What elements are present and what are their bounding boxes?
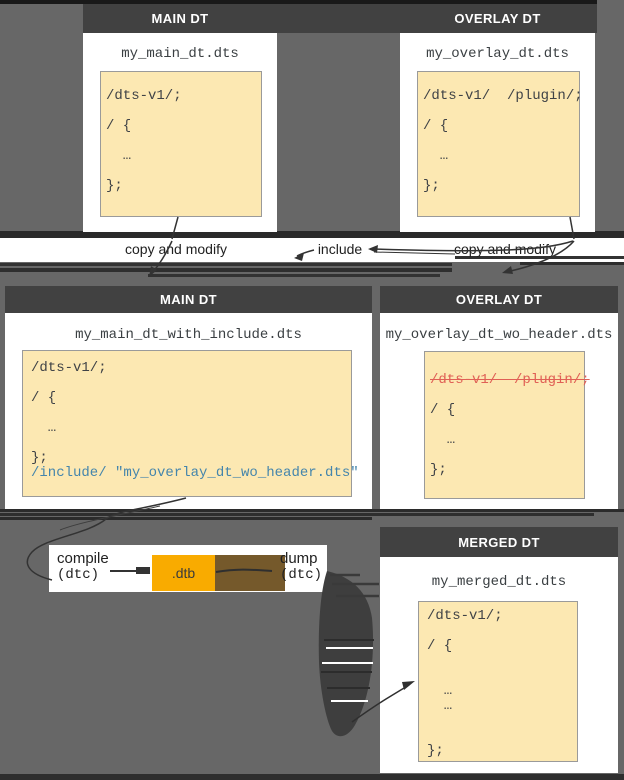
code-line: … <box>31 420 57 436</box>
code-line: }; <box>423 178 440 194</box>
glitch-streak-b <box>0 268 452 272</box>
code-line: }; <box>427 743 444 759</box>
code-line: … <box>106 148 132 164</box>
dump-brown-box <box>215 555 285 591</box>
mid-main-header: MAIN DT <box>5 286 372 313</box>
code-line: /include/ "my_overlay_dt_wo_header.dts" <box>31 465 359 481</box>
top-overlay-title: OVERLAY DT <box>454 11 541 26</box>
panel-mid-overlay: my_overlay_dt_wo_header.dts /dts-v1/ /pl… <box>380 313 618 509</box>
code-line: }; <box>31 450 48 466</box>
glitch-streak-h <box>0 517 372 520</box>
code-line: … <box>427 698 453 714</box>
compile-label: compile (dtc) <box>57 550 109 583</box>
code-line <box>106 164 261 179</box>
code-line <box>31 376 351 391</box>
code-line: / { <box>31 390 57 406</box>
panel-top-overlay: my_overlay_dt.dts /dts-v1/ /plugin/; / {… <box>400 33 595 232</box>
code-line <box>423 164 579 179</box>
code-line <box>427 669 577 684</box>
code-line <box>430 388 584 403</box>
filename-mid-overlay: my_overlay_dt_wo_header.dts <box>385 327 613 343</box>
code-line <box>106 134 261 149</box>
mid-overlay-header: OVERLAY DT <box>380 286 618 313</box>
code-line <box>106 104 261 119</box>
glitch-streak-bottom <box>0 774 624 780</box>
compile-tool-text: (dtc) <box>57 567 100 583</box>
code-line: … <box>423 148 449 164</box>
code-line: / { <box>430 402 456 418</box>
panel-top-main: my_main_dt.dts /dts-v1/; / { … }; <box>83 33 277 232</box>
glitch-streak-a <box>0 263 452 266</box>
label-copy-modify-left: copy and modify <box>125 241 227 257</box>
code-line: … <box>430 432 456 448</box>
filename-merged: my_merged_dt.dts <box>431 574 567 590</box>
code-line: / { <box>427 638 453 654</box>
code-line: /dts-v1/ /plugin/; <box>423 88 583 104</box>
code-line <box>427 714 577 729</box>
dump-tool-text: (dtc) <box>280 567 323 583</box>
code-line <box>427 729 577 744</box>
code-line: }; <box>106 178 123 194</box>
code-line <box>427 654 577 669</box>
code-line <box>430 448 584 463</box>
dump-label: dump (dtc) <box>280 550 322 583</box>
swoosh-blob <box>318 571 374 737</box>
dump-text: dump <box>280 550 318 567</box>
codebox-mid-main: /dts-v1/; / { … };/include/ "my_overlay_… <box>22 350 359 497</box>
compile-text: compile <box>57 550 109 567</box>
code-line <box>423 104 579 119</box>
code-line: }; <box>430 462 447 478</box>
arrowhead-copy-right <box>502 266 513 274</box>
codebox-top-overlay: /dts-v1/ /plugin/; / { … }; <box>417 71 583 217</box>
filename-top-overlay: my_overlay_dt.dts <box>426 46 569 62</box>
top-main-title: MAIN DT <box>151 11 209 26</box>
merged-header: MERGED DT <box>380 527 618 557</box>
code-line: /dts-v1/; <box>427 608 503 624</box>
code-line: / { <box>423 118 449 134</box>
glitch-streak-top <box>0 0 597 4</box>
code-line: /dts-v1/ /plugin/; <box>430 372 590 388</box>
glitch-streak-f <box>0 509 624 512</box>
code-line <box>427 624 577 639</box>
panel-mid-main: my_main_dt_with_include.dts /dts-v1/; / … <box>5 313 372 509</box>
panel-merged: my_merged_dt.dts /dts-v1/; / { … … }; <box>380 557 618 773</box>
label-include: include <box>317 241 363 257</box>
code-line: /dts-v1/; <box>106 88 182 104</box>
code-line <box>31 436 351 451</box>
filename-mid-main: my_main_dt_with_include.dts <box>75 327 302 343</box>
code-line <box>31 406 351 421</box>
codebox-top-main: /dts-v1/; / { … }; <box>100 71 262 217</box>
code-line <box>423 134 579 149</box>
code-line <box>430 418 584 433</box>
glitch-streak-g <box>0 513 594 516</box>
code-line: / { <box>106 118 132 134</box>
glitch-streak-c <box>148 274 440 277</box>
divider-band-1 <box>0 231 624 238</box>
filename-top-main: my_main_dt.dts <box>121 46 239 62</box>
code-line: … <box>427 683 453 699</box>
label-copy-modify-right: copy and modify <box>454 241 556 257</box>
top-header-band <box>83 4 597 33</box>
glitch-streak-e <box>520 262 624 265</box>
code-line: /dts-v1/; <box>31 360 107 376</box>
dtb-file-box: .dtb <box>152 555 215 591</box>
codebox-merged: /dts-v1/; / { … … }; <box>418 601 578 762</box>
codebox-mid-overlay: /dts-v1/ /plugin/; / { … }; <box>424 351 590 499</box>
